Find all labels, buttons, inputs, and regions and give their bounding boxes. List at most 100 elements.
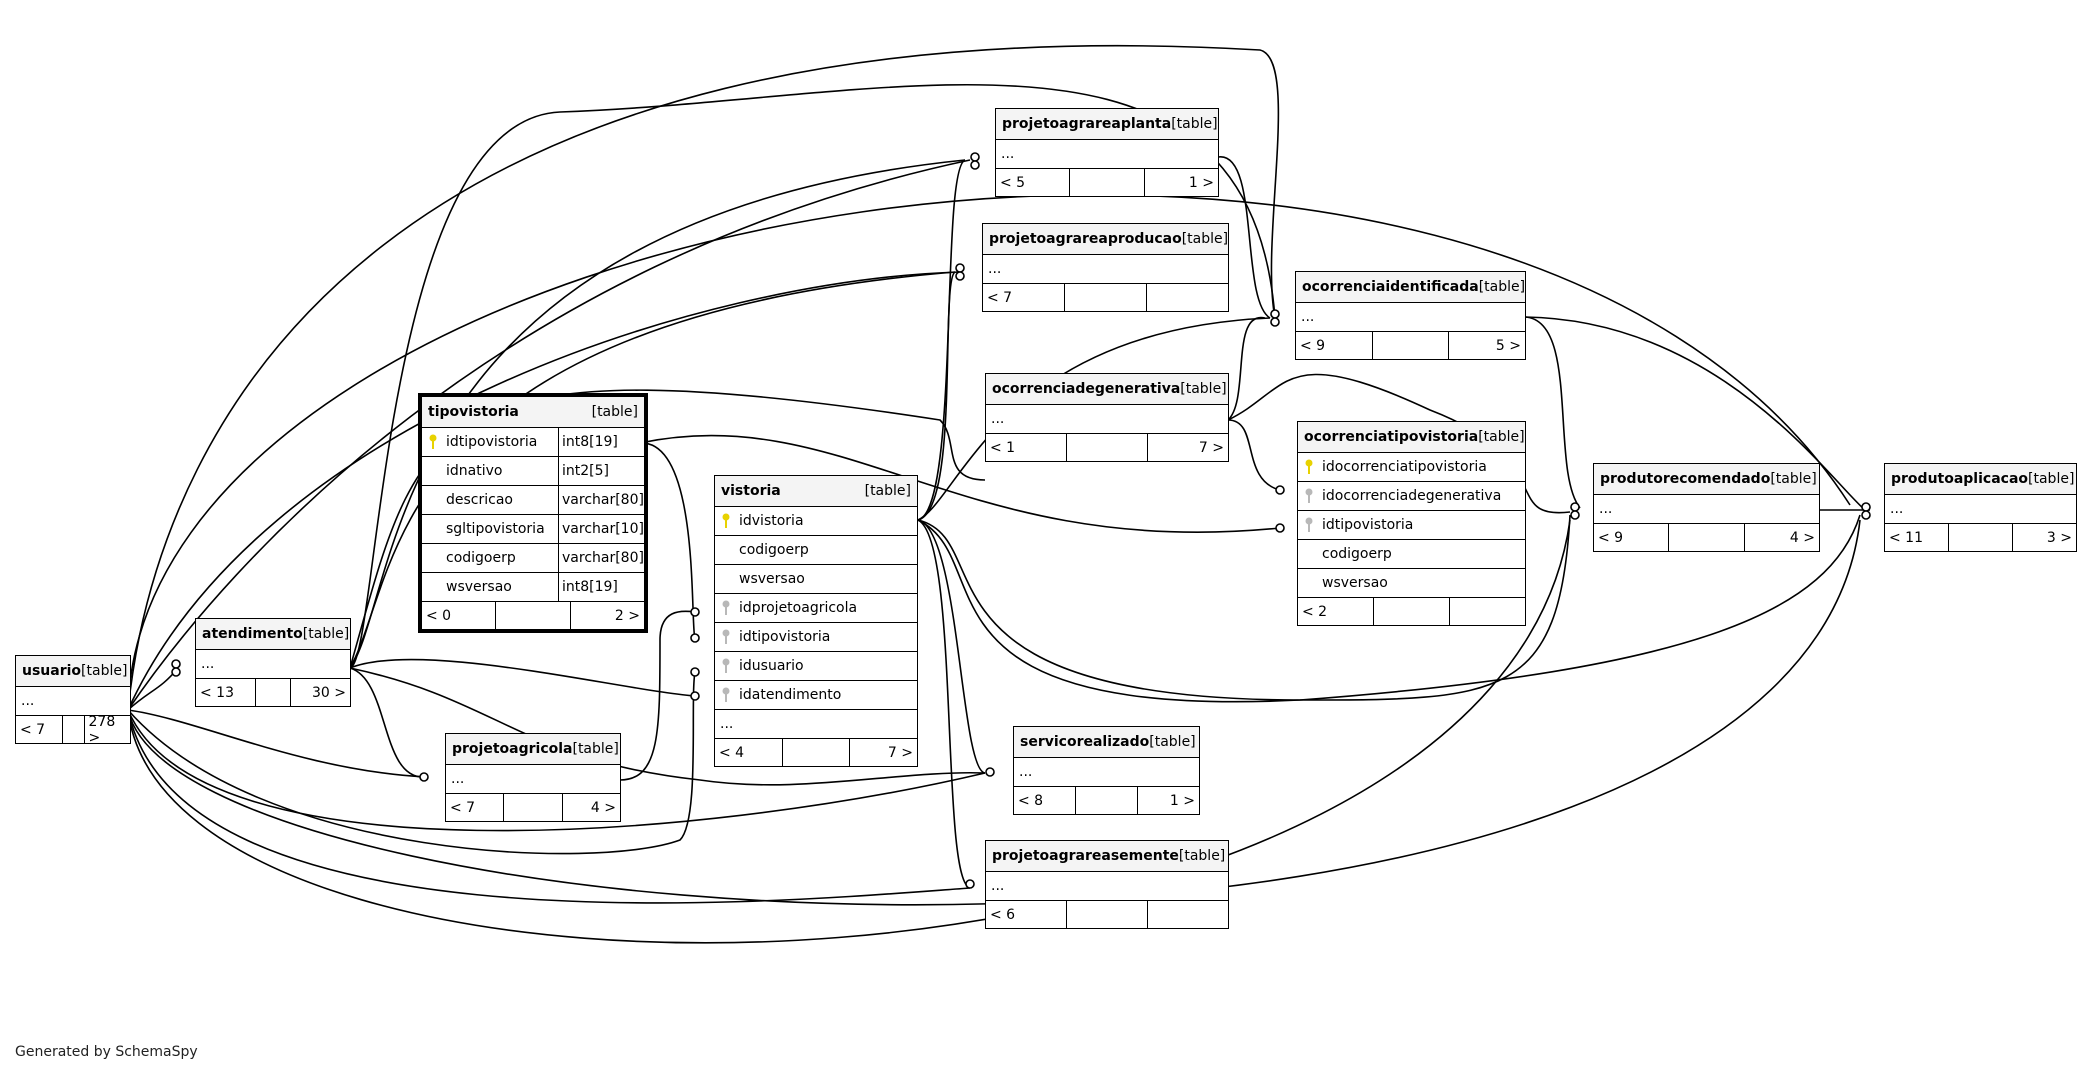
children-count[interactable]: 7 > (849, 739, 917, 766)
children-count[interactable]: 7 > (1147, 434, 1228, 461)
children-count[interactable]: 2 > (569, 602, 644, 629)
column-name: ... (1599, 501, 1613, 517)
edge (349, 667, 986, 786)
column-name: ... (201, 656, 215, 672)
table-name: projetoagrareaproducao (989, 231, 1182, 247)
footer-middle (255, 679, 290, 706)
parents-count[interactable]: < 2 (1302, 603, 1328, 620)
column-row: ... (196, 650, 350, 679)
parents-count[interactable]: < 9 (1300, 337, 1326, 354)
table-footer: < 8 1 > (1014, 787, 1199, 814)
edge (690, 691, 700, 701)
column-name: codigoerp (1322, 546, 1392, 562)
edge (171, 667, 181, 677)
table-tag: [table] (2028, 471, 2075, 487)
column-row: idvistoria (715, 507, 917, 536)
table-name: atendimento (202, 626, 303, 642)
parents-count[interactable]: < 4 (719, 744, 745, 761)
column-row: ... (16, 687, 130, 716)
edge (917, 519, 971, 889)
footer-middle (1948, 524, 2012, 551)
children-count[interactable]: 1 > (1143, 169, 1218, 196)
column-row: descricao varchar[80] (422, 486, 644, 515)
column-name: wsversao (739, 571, 805, 587)
table-footer: < 7 4 > (446, 794, 620, 821)
edge (690, 607, 700, 617)
column-row: ... (996, 140, 1218, 169)
table-tag: [table] (864, 483, 911, 499)
parents-count[interactable]: < 1 (990, 439, 1016, 456)
edge (1570, 502, 1580, 512)
column-row: wsversao (1298, 569, 1525, 598)
table-name: produtoaplicacao (1891, 471, 2029, 487)
edge (127, 709, 426, 778)
primary-key-icon (722, 513, 730, 528)
children-count[interactable]: 30 > (290, 679, 350, 706)
parents-count[interactable]: < 7 (450, 799, 476, 816)
children-count[interactable] (1146, 284, 1228, 311)
column-name: ... (988, 261, 1002, 277)
column-name: idnativo (446, 463, 503, 479)
table-projetoagrareasemente[interactable]: projetoagrareasemente[table] ... < 6 (985, 840, 1229, 929)
table-vistoria[interactable]: vistoria[table] idvistoria codigoerp wsv… (714, 475, 918, 767)
table-ocorrenciatipovistoria[interactable]: ocorrenciatipovistoria[table] idocorrenc… (1297, 421, 1526, 626)
footer-middle (1066, 434, 1147, 461)
edge (1861, 502, 1871, 512)
table-name: projetoagrareaplanta (1002, 116, 1172, 132)
children-count[interactable]: 5 > (1448, 332, 1525, 359)
parents-count[interactable]: < 11 (1889, 529, 1923, 546)
children-count[interactable]: 4 > (1743, 524, 1819, 551)
parents-count[interactable]: < 0 (426, 607, 452, 624)
children-count[interactable]: 278 > (83, 714, 131, 746)
column-type: varchar[80] (558, 486, 644, 514)
column-row: wsversao (715, 565, 917, 594)
table-tag: [table] (1770, 471, 1817, 487)
table-name: usuario (22, 663, 82, 679)
parents-count[interactable]: < 6 (990, 906, 1016, 923)
edge (349, 389, 986, 669)
table-footer: < 1 7 > (986, 434, 1228, 461)
edge (1227, 373, 1571, 514)
children-count[interactable]: 4 > (561, 794, 620, 821)
children-count[interactable] (1147, 901, 1228, 928)
edge (1270, 309, 1280, 319)
parents-count[interactable]: < 9 (1598, 529, 1624, 546)
column-row: idatendimento (715, 681, 917, 710)
children-count[interactable]: 3 > (2012, 524, 2076, 551)
table-projetoagrareaproducao[interactable]: projetoagrareaproducao[table] ... < 7 (982, 223, 1229, 312)
parents-count[interactable]: < 7 (20, 721, 46, 738)
children-count[interactable]: 1 > (1137, 787, 1199, 814)
table-footer: < 11 3 > (1885, 524, 2076, 551)
table-name: servicorealizado (1020, 734, 1150, 750)
edge (1524, 316, 1866, 511)
column-row: codigoerp (1298, 540, 1525, 569)
edge (690, 633, 700, 643)
edge (1270, 317, 1280, 327)
parents-count[interactable]: < 13 (200, 684, 234, 701)
column-name: ... (1019, 764, 1033, 780)
table-tag: [table] (1478, 429, 1525, 445)
column-row: ... (446, 765, 620, 794)
parents-count[interactable]: < 5 (1000, 174, 1026, 191)
table-tag: [table] (1478, 279, 1526, 295)
parents-count[interactable]: < 8 (1018, 792, 1044, 809)
column-name: ... (1301, 309, 1315, 325)
column-name: descricao (446, 492, 513, 508)
parents-count[interactable]: < 7 (987, 289, 1013, 306)
edge (639, 434, 1281, 533)
column-row: ... (986, 405, 1228, 434)
table-name: projetoagrareasemente (992, 848, 1179, 864)
children-count[interactable] (1449, 598, 1525, 625)
